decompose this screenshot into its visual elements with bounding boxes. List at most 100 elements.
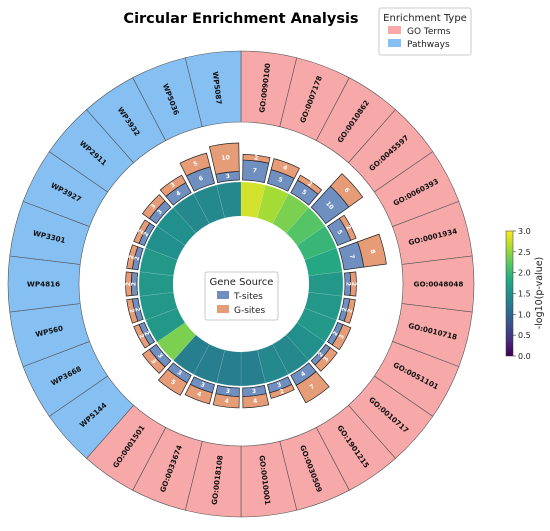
bar-t-value-go-0010717: 2 xyxy=(317,351,325,359)
bar-g-value-wp3927: 2 xyxy=(137,228,145,235)
bar-g-value-wp5036: 5 xyxy=(192,160,198,168)
bar-g-value-wp2911: 3 xyxy=(150,203,158,211)
gene-legend-label-t: T-sites xyxy=(233,292,263,302)
bar-g-go-0018108 xyxy=(212,393,240,409)
bar-g-go-0010862 xyxy=(297,174,323,195)
pvalue-sector-wp3668 xyxy=(145,307,186,343)
bar-t-value-go-0060393: 5 xyxy=(335,229,343,236)
bar-g-value-go-0030509: 2 xyxy=(279,388,285,396)
bar-g-wp560 xyxy=(126,298,139,324)
colorbar-tick-label: 3.0 xyxy=(518,227,531,236)
inner-pvalue-ring xyxy=(138,181,344,387)
bar-t-value-go-0010718: 2 xyxy=(341,307,349,313)
bar-g-wp4816 xyxy=(125,271,133,297)
bar-g-value-wp4816: 2 xyxy=(125,282,132,286)
pvalue-sector-wp560 xyxy=(139,292,178,321)
term-label-go-0048048: GO:0048048 xyxy=(414,280,464,289)
term-label-wp4816: WP4816 xyxy=(27,280,60,289)
bar-g-wp5144 xyxy=(141,348,166,374)
bar-g-value-go-0010718: 2 xyxy=(346,308,354,314)
bar-g-wp3932 xyxy=(159,174,187,197)
gene-legend-title: Gene Source xyxy=(210,277,274,288)
bar-t-value-wp2911: 3 xyxy=(156,208,164,216)
pvalue-sector-go-0010718 xyxy=(304,292,343,321)
bar-g-value-go-0010001: 4 xyxy=(253,398,258,405)
colorbar-ticks: 0.0 0.5 1.0 1.5 2.0 2.5 3.0 xyxy=(513,227,531,361)
bar-t-value-go-0045597: 10 xyxy=(324,200,335,211)
colorbar: 0.00.51.01.52.02.53.0 -log10(p-value) xyxy=(505,227,545,361)
bar-t-value-wp560: 2 xyxy=(133,307,141,313)
bar-g-value-go-0001934: 8 xyxy=(369,249,377,255)
bar-g-wp3301 xyxy=(126,244,139,270)
enrichment-type-legend: Enrichment Type GO Terms Pathways xyxy=(378,7,472,56)
gene-legend-label-g: G-sites xyxy=(234,306,265,316)
bar-g-go-1901215 xyxy=(295,371,330,404)
bar-t-value-go-0030509: 3 xyxy=(276,381,282,389)
bar-t-value-wp4816: 2 xyxy=(131,282,138,286)
bar-t-value-go-1901215: 4 xyxy=(300,370,307,378)
bar-t-value-go-0001501: 3 xyxy=(176,369,183,377)
pvalue-sector-wp4816 xyxy=(138,271,174,297)
bar-g-value-go-0010862: 2 xyxy=(306,180,313,188)
bar-t-value-wp5087: 3 xyxy=(225,173,230,180)
bar-g-go-0090100 xyxy=(242,154,271,164)
bar-g-go-0010717 xyxy=(314,347,338,372)
gene-source-legend: Gene Source T-sites G-sites xyxy=(204,271,279,321)
bar-g-go-0007178 xyxy=(270,158,300,179)
pvalue-sector-wp3927 xyxy=(145,225,186,261)
bar-g-go-0001934 xyxy=(357,233,387,268)
enrichment-legend-frame xyxy=(378,7,472,56)
bar-t-value-go-0090100: 7 xyxy=(252,167,257,174)
pvalue-sector-go-0010862 xyxy=(272,193,309,234)
bar-g-value-go-0033674: 4 xyxy=(196,391,202,399)
colorbar-tick-label: 0.0 xyxy=(518,352,531,361)
bar-g-value-go-1901215: 7 xyxy=(309,383,316,391)
bar-g-value-go-0018108: 4 xyxy=(224,398,229,405)
bar-g-go-0030509 xyxy=(269,383,295,399)
bar-g-value-wp5087: 10 xyxy=(221,154,230,162)
bar-g-value-wp3301: 2 xyxy=(128,254,136,260)
bar-g-go-0045597 xyxy=(329,173,364,208)
pvalue-sector-wp3301 xyxy=(139,247,178,276)
bar-g-go-0010001 xyxy=(242,393,270,409)
chart-title: Circular Enrichment Analysis xyxy=(123,11,358,27)
enrichment-legend-swatch-go xyxy=(388,26,401,34)
gene-count-bars: 7254521065278222223234732343434353322222… xyxy=(125,142,387,409)
bar-g-go-0033674 xyxy=(184,383,213,405)
colorbar-tick-label: 0.5 xyxy=(518,331,531,340)
bar-t-value-wp5036: 6 xyxy=(198,175,204,183)
bar-t-value-wp3927: 2 xyxy=(142,231,150,238)
pvalue-sector-go-0033674 xyxy=(193,344,225,384)
bar-g-go-0051101 xyxy=(331,324,352,351)
bar-g-wp5087 xyxy=(208,142,240,175)
pvalue-sector-go-0018108 xyxy=(216,349,242,387)
colorbar-tick-label: 2.5 xyxy=(518,248,531,257)
pvalue-sector-go-0060393 xyxy=(296,225,337,261)
colorbar-tick-label: 1.5 xyxy=(518,290,531,299)
bar-t-value-wp3668: 2 xyxy=(142,330,150,337)
pvalue-sector-go-0048048 xyxy=(308,271,344,297)
bar-g-value-wp560: 2 xyxy=(128,308,136,314)
bar-g-value-wp5144: 3 xyxy=(150,358,158,366)
bar-t-value-go-0018108: 3 xyxy=(225,388,230,395)
bar-g-value-go-0001501: 5 xyxy=(169,378,176,386)
bar-g-wp3668 xyxy=(133,324,151,349)
bar-g-value-go-0010717: 3 xyxy=(322,356,330,364)
gene-legend-swatch-g xyxy=(217,305,229,313)
bar-g-wp2911 xyxy=(141,194,166,220)
bar-g-go-0010718 xyxy=(343,298,356,324)
bar-g-go-0048048 xyxy=(349,271,357,297)
pvalue-sector-go-0030509 xyxy=(257,344,289,384)
colorbar-tick-label: 2.0 xyxy=(518,269,531,278)
bar-g-value-wp3932: 3 xyxy=(169,181,176,189)
bar-g-value-go-0051101: 3 xyxy=(338,333,346,340)
bar-t-value-wp3932: 4 xyxy=(175,190,182,198)
pvalue-sector-go-0001934 xyxy=(304,247,343,276)
bar-g-value-go-0090100: 2 xyxy=(254,154,259,161)
bar-t-value-wp3301: 2 xyxy=(133,256,141,262)
pvalue-sector-go-0090100 xyxy=(240,181,266,219)
pvalue-sector-wp3932 xyxy=(173,193,210,234)
colorbar-tick-label: 1.0 xyxy=(518,310,531,319)
